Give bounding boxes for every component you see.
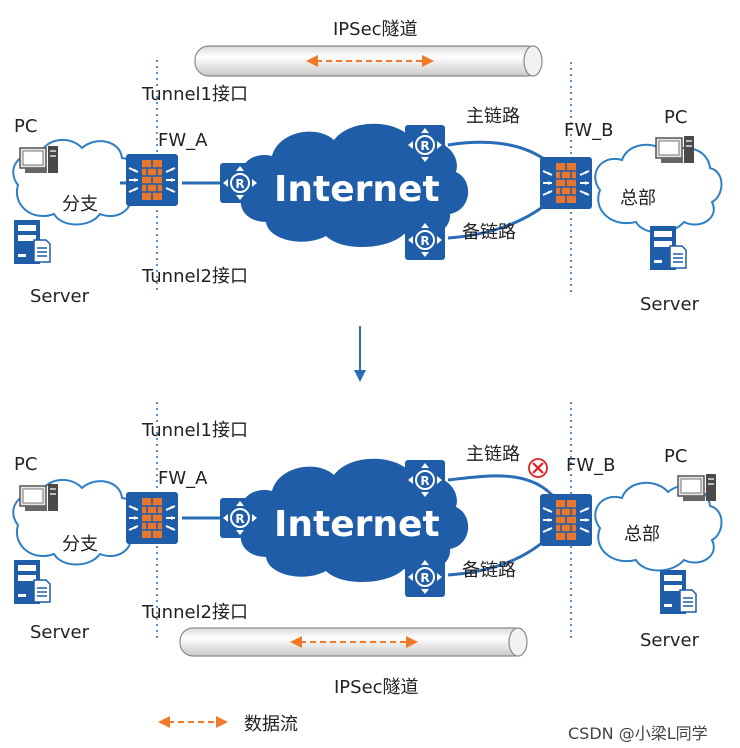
backup-link-label-bottom: 备链路: [462, 560, 516, 581]
pc-right-label-top: PC: [664, 107, 688, 128]
branch-label-top: 分支: [62, 194, 98, 215]
ipsec-tunnel-bottom: [179, 627, 528, 657]
hq-cloud-bottom: [594, 481, 723, 572]
router-primary-icon: [404, 124, 446, 166]
firewall-a-icon: [125, 153, 179, 207]
router-backup-icon: [404, 219, 446, 261]
tunnel2-label-bottom: Tunnel2接口: [142, 602, 249, 623]
pc-right-icon: [677, 473, 717, 502]
fw-b-label-top: FW_B: [564, 120, 614, 141]
fw-a-label-bottom: FW_A: [158, 468, 208, 489]
fault-mark-icon: [528, 458, 548, 478]
firewall-b-icon: [539, 493, 593, 547]
hq-cloud-top: [594, 143, 723, 234]
server-left-icon: [13, 219, 51, 265]
server-right-label-bottom: Server: [640, 630, 700, 651]
router-backup-icon: [404, 556, 446, 598]
backup-link-label-top: 备链路: [462, 222, 516, 243]
ipsec-tunnel-title-top: IPSec隧道: [333, 19, 418, 40]
branch-label-bottom: 分支: [62, 534, 98, 555]
pc-right-label-bottom: PC: [664, 446, 688, 467]
legend-arrow-icon: [158, 716, 228, 728]
pc-right-icon: [655, 135, 695, 164]
hq-label-top: 总部: [620, 188, 656, 209]
router-left-icon: [219, 162, 261, 204]
tunnel1-label-bottom: Tunnel1接口: [142, 420, 249, 441]
server-left-icon: [13, 559, 51, 605]
legend-data-flow-label: 数据流: [244, 714, 298, 735]
server-right-label-top: Server: [640, 294, 700, 315]
primary-link-label-bottom: 主链路: [466, 444, 520, 465]
fw-b-label-bottom: FW_B: [566, 455, 616, 476]
ipsec-tunnel-title-bottom: IPSec隧道: [334, 677, 419, 698]
ipsec-tunnel-top: [194, 45, 543, 77]
internet-label-top: Internet: [274, 169, 440, 210]
hq-label-bottom: 总部: [624, 524, 660, 545]
server-left-label-bottom: Server: [30, 622, 90, 643]
router-primary-icon: [404, 459, 446, 501]
pc-left-label-top: PC: [14, 116, 38, 137]
firewall-a-icon: [125, 491, 179, 545]
tunnel2-label-top: Tunnel2接口: [142, 266, 249, 287]
server-left-label-top: Server: [30, 286, 90, 307]
bottom-diagram: [12, 402, 723, 657]
top-diagram: [12, 45, 723, 292]
fw-a-label-top: FW_A: [158, 130, 208, 151]
transition-arrow-icon: [354, 326, 366, 382]
firewall-b-icon: [539, 156, 593, 210]
pc-left-icon: [19, 145, 59, 174]
router-left-icon: [219, 497, 261, 539]
pc-left-icon: [19, 483, 59, 512]
server-right-icon: [649, 225, 687, 271]
server-right-icon: [659, 569, 697, 615]
pc-left-label-bottom: PC: [14, 454, 38, 475]
watermark: CSDN @小梁L同学: [568, 724, 708, 743]
tunnel1-label-top: Tunnel1接口: [142, 84, 249, 105]
primary-link-label-top: 主链路: [466, 106, 520, 127]
internet-label-bottom: Internet: [274, 504, 440, 545]
